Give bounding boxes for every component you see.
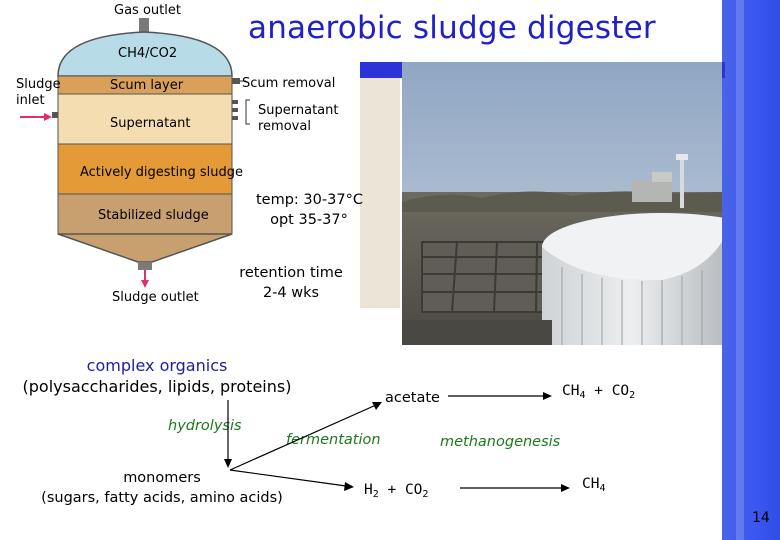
- pathway-arrows: [224, 392, 570, 492]
- acetate-label: acetate: [385, 390, 440, 406]
- sludge-outlet-label: Sludge outlet: [112, 290, 199, 305]
- monomers-label: monomers (sugars, fatty acids, amino aci…: [41, 470, 283, 506]
- gas-outlet-pipe: [139, 18, 149, 34]
- supernatant-label: Supernatant: [110, 116, 191, 131]
- active-sludge-label: Actively digesting sludge: [80, 165, 243, 180]
- complex-organics-label: complex organics (polysaccharides, lipid…: [22, 356, 292, 396]
- stabilized-sludge-band: [57, 193, 233, 235]
- supernatant-removal-label: Supernatant removal: [258, 103, 339, 134]
- methanogenesis-label: methanogenesis: [440, 434, 561, 450]
- fermentation-arrow-h2: [229, 469, 347, 487]
- gas-composition-label: CH4/CO2: [118, 46, 178, 61]
- active-sludge-band: [57, 143, 233, 195]
- pathway-background: [0, 310, 402, 540]
- slide-title: anaerobic sludge digester: [248, 10, 656, 46]
- supernatant-band: [57, 93, 233, 145]
- digester-plant-photo: [402, 62, 722, 345]
- temperature-note: temp: 30-37°C opt 35-37°: [256, 192, 363, 228]
- h2-co2-label: H2 + CO2: [364, 482, 429, 500]
- fermentation-arrow-acetate: [229, 404, 377, 471]
- ch4-co2-product-label: CH4 + CO2: [562, 383, 636, 401]
- sidebar-stripe: [736, 0, 744, 540]
- sludge-inlet-label: Sludge inlet: [16, 77, 61, 108]
- retention-time-note: retention time 2-4 wks: [239, 265, 343, 301]
- sludge-outlet-pipe: [138, 262, 152, 270]
- inlet-pipe: [52, 112, 58, 118]
- stabilized-sludge-label: Stabilized sludge: [98, 208, 209, 223]
- scum-removal-label: Scum removal: [242, 76, 336, 91]
- digester-diagram: [20, 18, 250, 288]
- hydrolysis-label: hydrolysis: [168, 418, 242, 434]
- scum-layer-label: Scum layer: [110, 78, 184, 93]
- gas-dome: [57, 31, 233, 77]
- fermentation-label: fermentation: [286, 432, 381, 448]
- ch4-product-label: CH4: [582, 476, 606, 494]
- scum-pipe: [232, 78, 240, 84]
- page-number: 14: [752, 510, 770, 526]
- right-sidebar-decoration: [722, 0, 780, 540]
- gas-outlet-label: Gas outlet: [114, 3, 181, 18]
- photo-border-panel: [360, 78, 400, 308]
